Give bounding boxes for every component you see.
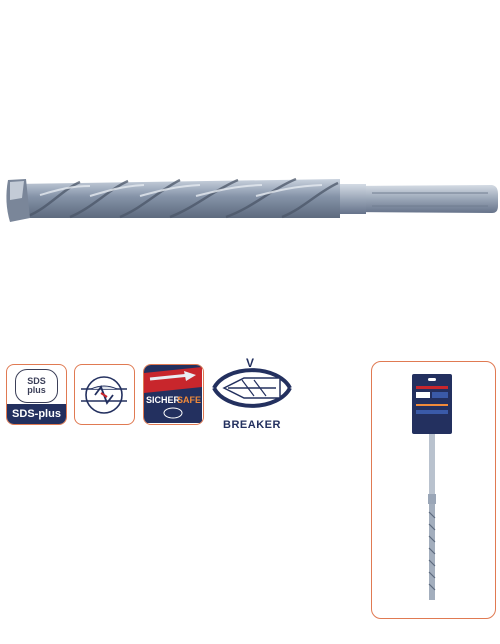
plus-text: plus bbox=[27, 385, 46, 395]
drill-bit-image bbox=[6, 177, 498, 222]
sds-text: SDS bbox=[27, 376, 46, 386]
sds-plus-label: SDS-plus bbox=[7, 404, 66, 424]
package-icon bbox=[412, 374, 452, 600]
sichersafe-icon: SICHER SAFE bbox=[144, 365, 202, 423]
breaker-icon bbox=[212, 358, 292, 408]
cutting-head-badge bbox=[74, 364, 135, 425]
breaker-v-letter: V bbox=[245, 356, 254, 370]
cross-section-icon bbox=[81, 376, 127, 414]
sds-plus-logo: SDS plus bbox=[15, 369, 58, 403]
breaker-label: BREAKER bbox=[223, 419, 281, 431]
sichersafe-word-a: SICHER bbox=[146, 395, 181, 405]
package-frame[interactable] bbox=[371, 361, 496, 619]
sichersafe-badge: SICHER SAFE bbox=[143, 364, 204, 425]
sichersafe-word-b: SAFE bbox=[177, 395, 201, 405]
sds-plus-badge: SDS plus SDS-plus bbox=[6, 364, 67, 425]
